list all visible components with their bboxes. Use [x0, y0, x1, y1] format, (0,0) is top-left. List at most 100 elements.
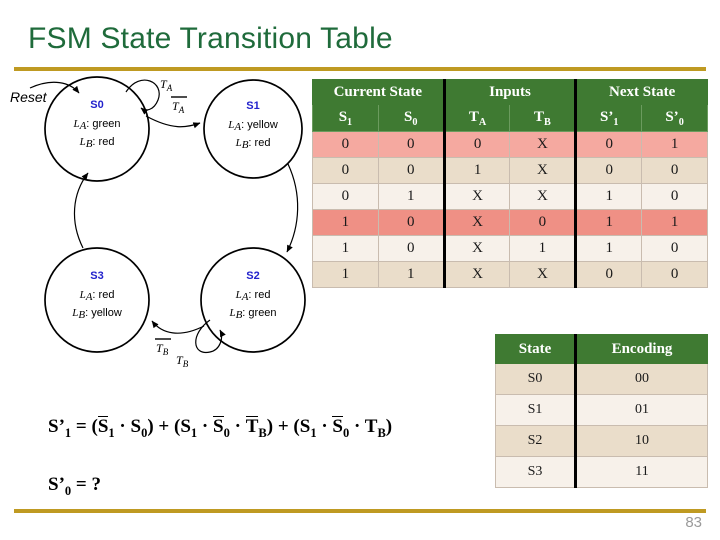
divider-bottom [14, 509, 706, 513]
table-row: S1 01 [495, 394, 708, 426]
state-label-s0: S0 [90, 99, 103, 111]
cell-ta: X [442, 261, 511, 288]
cell-s0: 1 [377, 183, 445, 210]
cell-s1-prime: 1 [574, 209, 643, 236]
table-row: 1 1 X X 0 0 [312, 261, 708, 288]
page-number: 83 [685, 514, 702, 531]
cell-s0-prime: 1 [641, 209, 708, 236]
reset-label: Reset [10, 89, 48, 105]
encoding-header-state: State [495, 334, 576, 364]
transition-s2-s3 [151, 320, 205, 334]
cell-ta: X [442, 209, 511, 236]
cell-s1-prime: 1 [574, 235, 643, 262]
col-header-ta: TA [442, 104, 511, 132]
cell-s0: 0 [377, 235, 445, 262]
cell-tb: 0 [509, 209, 577, 236]
cell-s1-prime: 0 [574, 157, 643, 184]
state-output-s0-la: LA: green [72, 118, 120, 132]
divider-top [14, 67, 706, 71]
table-row: 0 0 0 X 0 1 [312, 131, 708, 158]
cell-s1: 0 [312, 157, 379, 184]
state-output-s3-la: LA: red [79, 289, 115, 303]
cell-encoding: 11 [574, 456, 708, 488]
transition-s0-s1 [145, 115, 201, 129]
table-row: 0 0 1 X 0 0 [312, 157, 708, 184]
state-output-s3-lb: LB: yellow [71, 307, 122, 321]
cell-s0-prime: 0 [641, 183, 708, 210]
cell-encoding: 10 [574, 425, 708, 457]
cell-encoding: 01 [574, 394, 708, 426]
cell-tb: 1 [509, 235, 577, 262]
state-output-s1-la: LA: yellow [227, 119, 278, 133]
cell-s1: 1 [312, 261, 379, 288]
fsm-state-diagram: S0 LA: green LB: red S1 LA: yellow LB: r… [0, 76, 312, 386]
cell-s0: 0 [377, 209, 445, 236]
reset-arrow [29, 81, 80, 94]
equation-s0-prime: S’0 = ? [48, 474, 101, 498]
cell-s0: 1 [377, 261, 445, 288]
cell-tb: X [509, 157, 577, 184]
cell-s0: 0 [377, 131, 445, 158]
cell-state: S2 [495, 425, 576, 457]
cell-tb: X [509, 131, 577, 158]
transition-label-s2-s3: TB [156, 341, 169, 357]
table-row: S3 11 [495, 456, 708, 488]
col-header-tb: TB [509, 104, 577, 132]
cell-s0-prime: 1 [641, 131, 708, 158]
cell-s1-prime: 1 [574, 183, 643, 210]
cell-s0-prime: 0 [641, 235, 708, 262]
state-output-s0-lb: LB: red [79, 136, 115, 150]
cell-s1: 1 [312, 209, 379, 236]
cell-tb: X [509, 261, 577, 288]
group-header-current-state: Current State [312, 79, 445, 105]
table-row: 1 0 X 0 1 1 [312, 209, 708, 236]
transition-label-s0-self: TA [160, 77, 173, 93]
state-circle-s2 [200, 247, 306, 353]
cell-s0-prime: 0 [641, 261, 708, 288]
cell-state: S3 [495, 456, 576, 488]
state-circle-s1 [203, 79, 303, 179]
transition-label-s2-self: TB [176, 353, 189, 369]
encoding-header-encoding: Encoding [574, 334, 708, 364]
group-header-inputs: Inputs [442, 79, 577, 105]
encoding-header-row: State Encoding [495, 334, 708, 364]
state-encoding-table: State Encoding S0 00 S1 01 S2 10 S3 11 [495, 334, 708, 488]
transition-s2-self [195, 319, 226, 354]
cell-state: S0 [495, 363, 576, 395]
state-label-s1: S1 [246, 100, 259, 112]
cell-ta: X [442, 235, 511, 262]
table-row: S2 10 [495, 425, 708, 457]
cell-s0-prime: 0 [641, 157, 708, 184]
table-group-header-row: Current State Inputs Next State [312, 79, 708, 105]
cell-s1: 1 [312, 235, 379, 262]
state-circle-s0 [44, 76, 150, 182]
state-label-s3: S3 [90, 270, 103, 282]
table-row: 0 1 X X 1 0 [312, 183, 708, 210]
table-row: S0 00 [495, 363, 708, 395]
state-transition-table: Current State Inputs Next State S1 S0 TA… [312, 79, 708, 288]
cell-ta: 1 [442, 157, 511, 184]
state-output-s1-lb: LB: red [235, 137, 271, 151]
group-header-next-state: Next State [574, 79, 708, 105]
equation-s1-prime: S’1 = (S1 · S0) + (S1 · S0 · TB) + (S1 ·… [48, 416, 393, 440]
cell-s1-prime: 0 [574, 261, 643, 288]
col-header-s0: S0 [377, 104, 445, 132]
col-header-s1: S1 [312, 104, 379, 132]
state-label-s2: S2 [246, 270, 259, 282]
table-sub-header-row: S1 S0 TA TB S’1 S’0 [312, 104, 708, 132]
cell-encoding: 00 [574, 363, 708, 395]
cell-s1: 0 [312, 183, 379, 210]
transition-s0-self [125, 79, 160, 115]
transition-s3-s0 [73, 172, 89, 249]
col-header-s1-prime: S’1 [574, 104, 643, 132]
cell-state: S1 [495, 394, 576, 426]
transition-s1-s2 [286, 163, 299, 253]
col-header-s0-prime: S’0 [641, 104, 708, 132]
cell-tb: X [509, 183, 577, 210]
cell-ta: 0 [442, 131, 511, 158]
cell-s1: 0 [312, 131, 379, 158]
cell-s0: 0 [377, 157, 445, 184]
cell-s1-prime: 0 [574, 131, 643, 158]
state-output-s2-lb: LB: green [228, 307, 276, 321]
cell-ta: X [442, 183, 511, 210]
